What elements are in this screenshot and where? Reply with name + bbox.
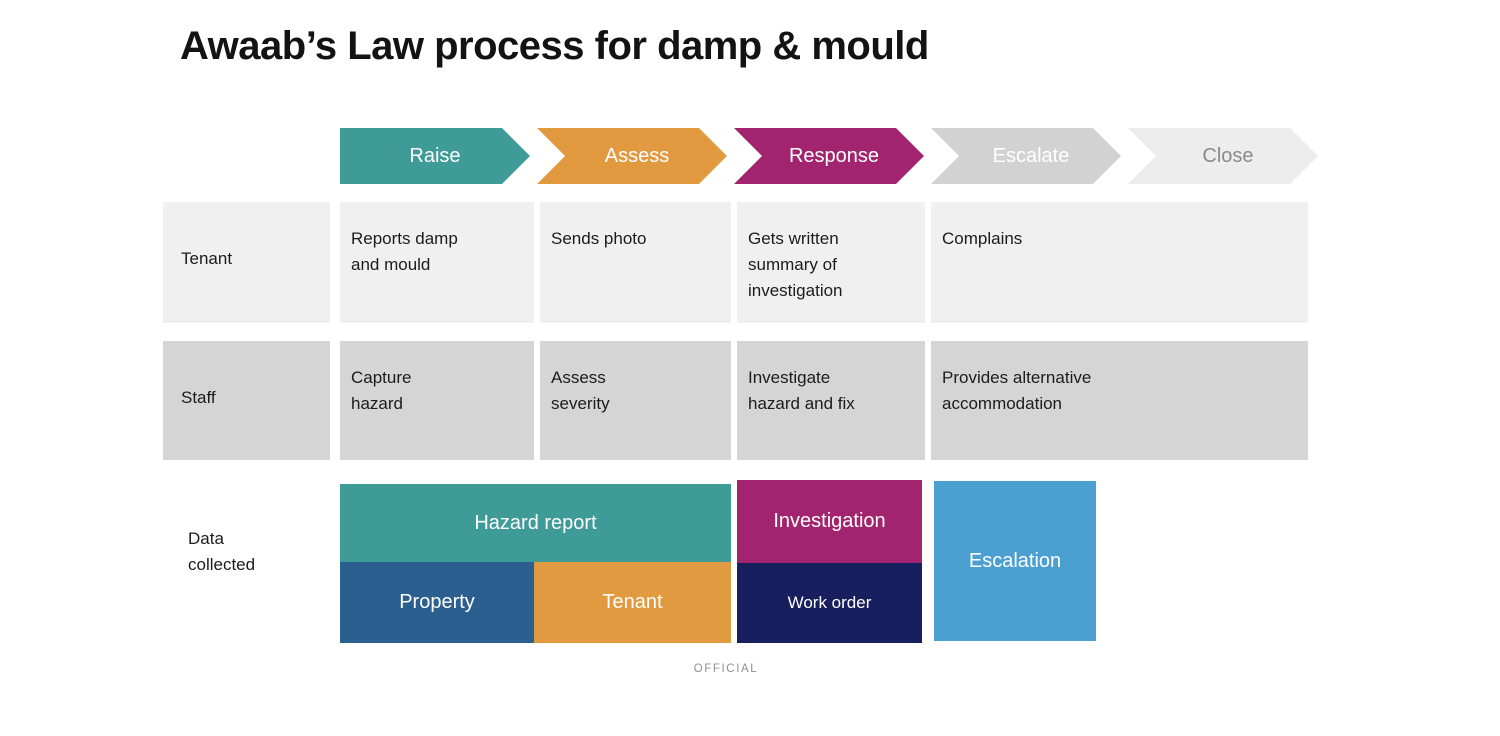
staff-cell-assess: Assess severity (540, 341, 731, 460)
data-block-hazard-report: Hazard report (340, 484, 731, 562)
step-chevron-close: Close (1128, 128, 1318, 184)
step-chevron-response: Response (734, 128, 924, 184)
data-block-escalation: Escalation (934, 481, 1096, 641)
staff-cell-raise: Capture hazard (340, 341, 534, 460)
step-label-close: Close (1202, 144, 1254, 167)
step-label-escalate: Escalate (992, 144, 1070, 167)
tenant-row-label: Tenant (163, 202, 330, 323)
step-label-raise: Raise (409, 144, 461, 167)
step-label-response: Response (788, 144, 880, 167)
step-chevron-assess: Assess (537, 128, 727, 184)
step-label-assess: Assess (604, 144, 670, 167)
staff-row-label: Staff (163, 341, 330, 460)
data-block-property-label: Property (399, 591, 475, 613)
page-title: Awaab’s Law process for damp & mould (180, 24, 929, 68)
staff-cell-response: Investigate hazard and fix (737, 341, 925, 460)
official-marking: OFFICIAL (693, 663, 759, 675)
data-block-tenant-label: Tenant (602, 591, 663, 613)
tenant-cell-raise: Reports damp and mould (340, 202, 534, 323)
tenant-cell-escalate: Complains (931, 202, 1308, 323)
data-block-property: Property (340, 562, 534, 643)
step-chevron-escalate: Escalate (931, 128, 1121, 184)
step-chevron-raise: Raise (340, 128, 530, 184)
data-collected-label: Data collected (188, 529, 256, 574)
data-block-investigation-label: Investigation (773, 510, 886, 532)
data-block-work-order-label: Work order (787, 593, 872, 612)
data-block-hazard-report-label: Hazard report (474, 511, 597, 534)
tenant-cell-assess: Sends photo (540, 202, 731, 323)
tenant-cell-response: Gets written summary of investigation (737, 202, 925, 323)
data-block-escalation-label: Escalation (968, 549, 1062, 572)
data-block-work-order: Work order (737, 563, 922, 643)
staff-cell-escalate: Provides alternative accommodation (931, 341, 1308, 460)
data-block-tenant: Tenant (534, 562, 731, 643)
data-block-investigation: Investigation (737, 480, 922, 563)
